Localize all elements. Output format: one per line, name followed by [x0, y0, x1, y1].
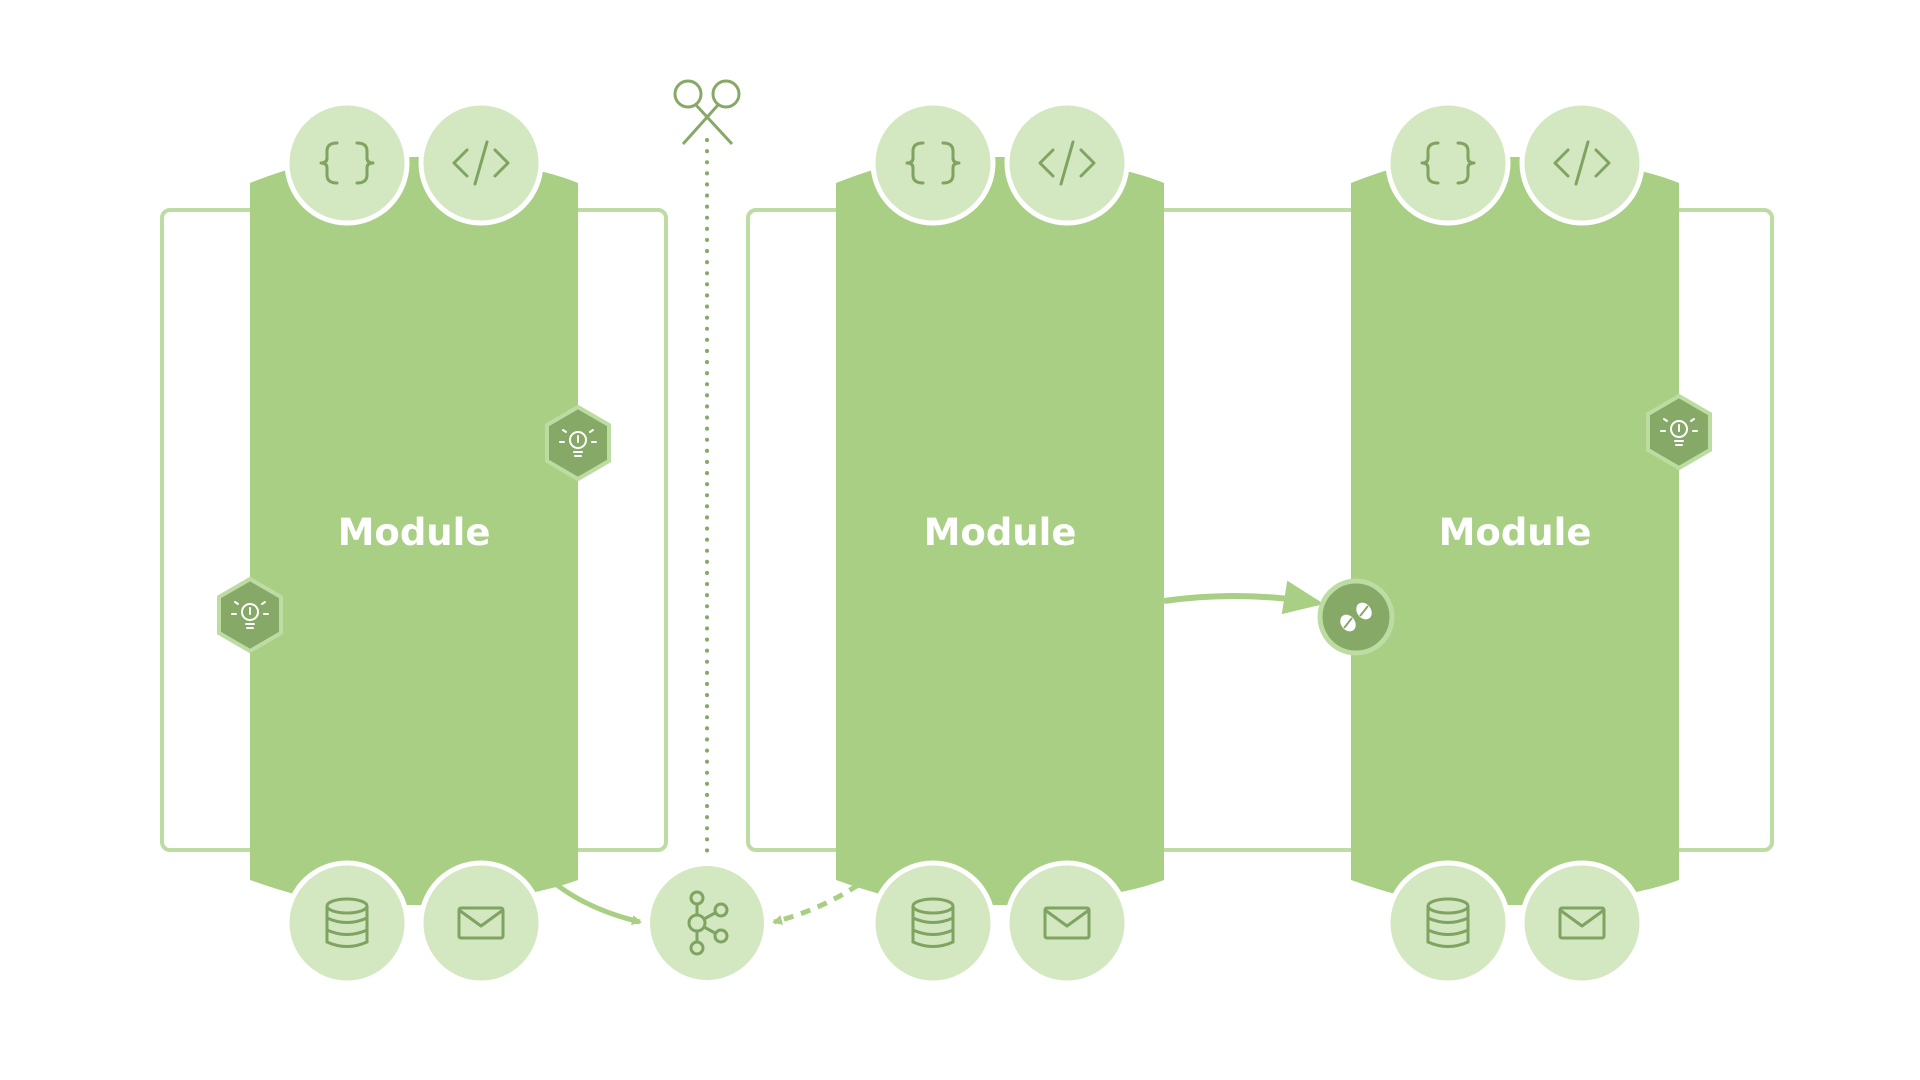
module-right: Module: [1351, 157, 1679, 905]
scissors-icon: [673, 79, 741, 146]
coffee-beans-icon: [1340, 602, 1372, 632]
port-right-braces[interactable]: [1385, 100, 1511, 226]
port-middle-code[interactable]: [1004, 100, 1130, 226]
event-hub[interactable]: [650, 866, 764, 980]
port-middle-braces[interactable]: [870, 100, 996, 226]
arrow-left-to-hub: [555, 883, 642, 925]
module-left: Module: [250, 157, 578, 905]
port-right-database[interactable]: [1385, 860, 1511, 986]
database-icon: [1426, 897, 1470, 948]
database-icon: [325, 897, 369, 948]
lightbulb-badge-right-module-right-edge[interactable]: [1646, 393, 1712, 471]
port-middle-database[interactable]: [870, 860, 996, 986]
mail-icon: [1558, 906, 1606, 940]
lightbulb-icon: [1660, 418, 1698, 446]
port-left-mail[interactable]: [418, 860, 544, 986]
bean-endpoint-badge[interactable]: [1317, 578, 1395, 656]
port-right-mail[interactable]: [1519, 860, 1645, 986]
module-right-label: Module: [1439, 511, 1592, 554]
lightbulb-icon: [231, 601, 269, 629]
lightbulb-badge-left-module-right-edge[interactable]: [545, 404, 611, 482]
port-left-braces[interactable]: [284, 100, 410, 226]
arrow-middle-to-right: [1163, 580, 1324, 615]
mail-icon: [457, 906, 505, 940]
kafka-hub-icon: [687, 890, 729, 956]
mail-icon: [1043, 906, 1091, 940]
port-left-database[interactable]: [284, 860, 410, 986]
bounded-context-frame-right: [746, 208, 1774, 852]
code-icon: [1038, 140, 1096, 186]
lightbulb-badge-left-module-left-edge[interactable]: [217, 576, 283, 654]
module-middle-label: Module: [924, 511, 1077, 554]
braces-icon: [905, 141, 961, 185]
port-left-code[interactable]: [418, 100, 544, 226]
port-right-code[interactable]: [1519, 100, 1645, 226]
braces-icon: [319, 141, 375, 185]
code-icon: [1553, 140, 1611, 186]
module-middle: Module: [836, 157, 1164, 905]
module-left-label: Module: [338, 511, 491, 554]
lightbulb-icon: [559, 429, 597, 457]
database-icon: [911, 897, 955, 948]
code-icon: [452, 140, 510, 186]
braces-icon: [1420, 141, 1476, 185]
arrow-middle-to-hub: [772, 882, 860, 925]
port-middle-mail[interactable]: [1004, 860, 1130, 986]
